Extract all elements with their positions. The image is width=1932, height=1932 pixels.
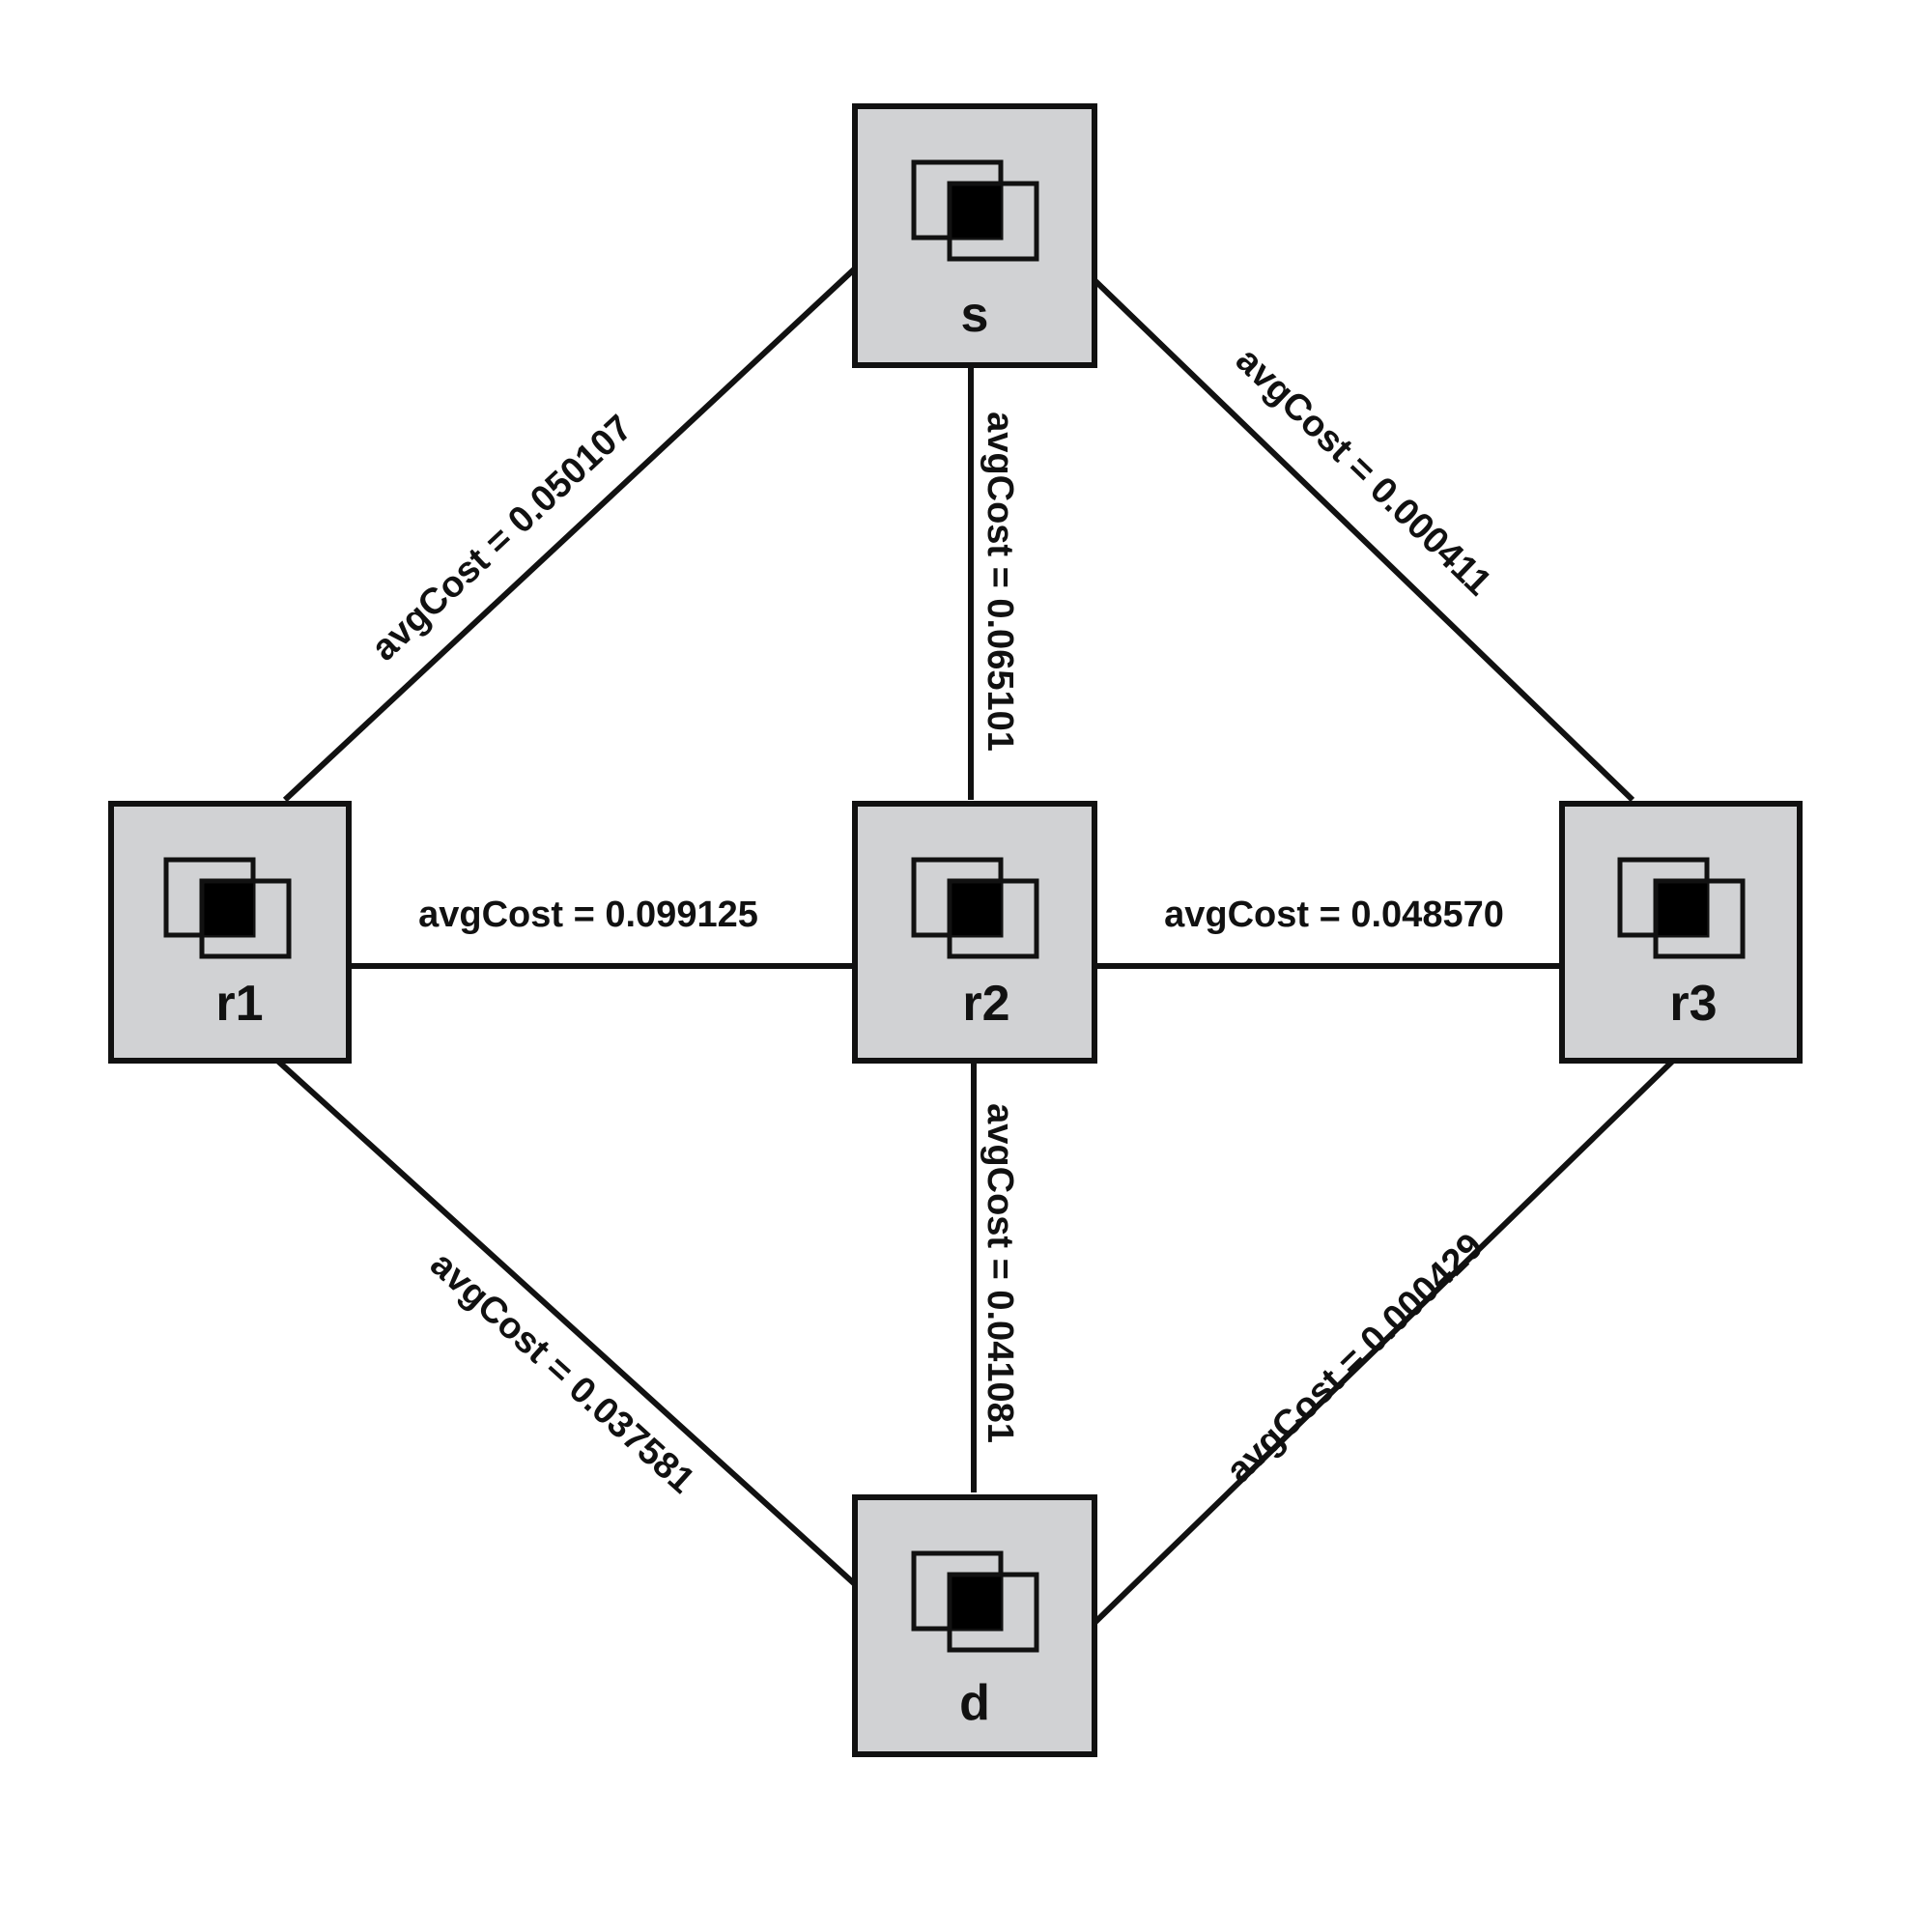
node-s[interactable]: s	[852, 103, 1097, 368]
edge-s-r3	[1092, 277, 1635, 803]
node-r2[interactable]: r2	[852, 801, 1097, 1064]
router-window-icon	[911, 857, 1039, 959]
router-window-icon	[911, 1550, 1039, 1653]
edge-label-r1-r2: avgCost = 0.099125	[418, 895, 758, 935]
nodes: s r1 r2	[108, 103, 1803, 1757]
node-label: r2	[962, 976, 1009, 1032]
edge-r3-d	[1092, 1055, 1679, 1626]
node-r3[interactable]: r3	[1559, 801, 1803, 1064]
node-label: r3	[1669, 976, 1717, 1032]
edge-label-s-r3: avgCost = 0.000411	[1228, 340, 1499, 604]
node-label: s	[961, 287, 989, 343]
edge-s-r1	[282, 266, 858, 803]
edge-r1-d	[271, 1055, 858, 1587]
router-window-icon	[163, 857, 292, 959]
edge-label-r2-d: avgCost = 0.041081	[980, 1103, 1020, 1443]
edge-label-r2-r3: avgCost = 0.048570	[1164, 895, 1504, 935]
edge-label-r3-d: avgCost = 0.000429	[1219, 1226, 1492, 1492]
edge-label-s-r2: avgCost = 0.065101	[980, 412, 1020, 752]
edges	[271, 266, 1679, 1626]
node-label: d	[959, 1675, 990, 1731]
node-label: r1	[215, 976, 263, 1032]
node-r1[interactable]: r1	[108, 801, 352, 1064]
edge-label-r1-d: avgCost = 0.037581	[422, 1244, 701, 1502]
router-window-icon	[1617, 857, 1746, 959]
router-window-icon	[911, 159, 1039, 262]
edge-label-s-r1: avgCost = 0.050107	[364, 408, 640, 669]
node-d[interactable]: d	[852, 1494, 1097, 1757]
